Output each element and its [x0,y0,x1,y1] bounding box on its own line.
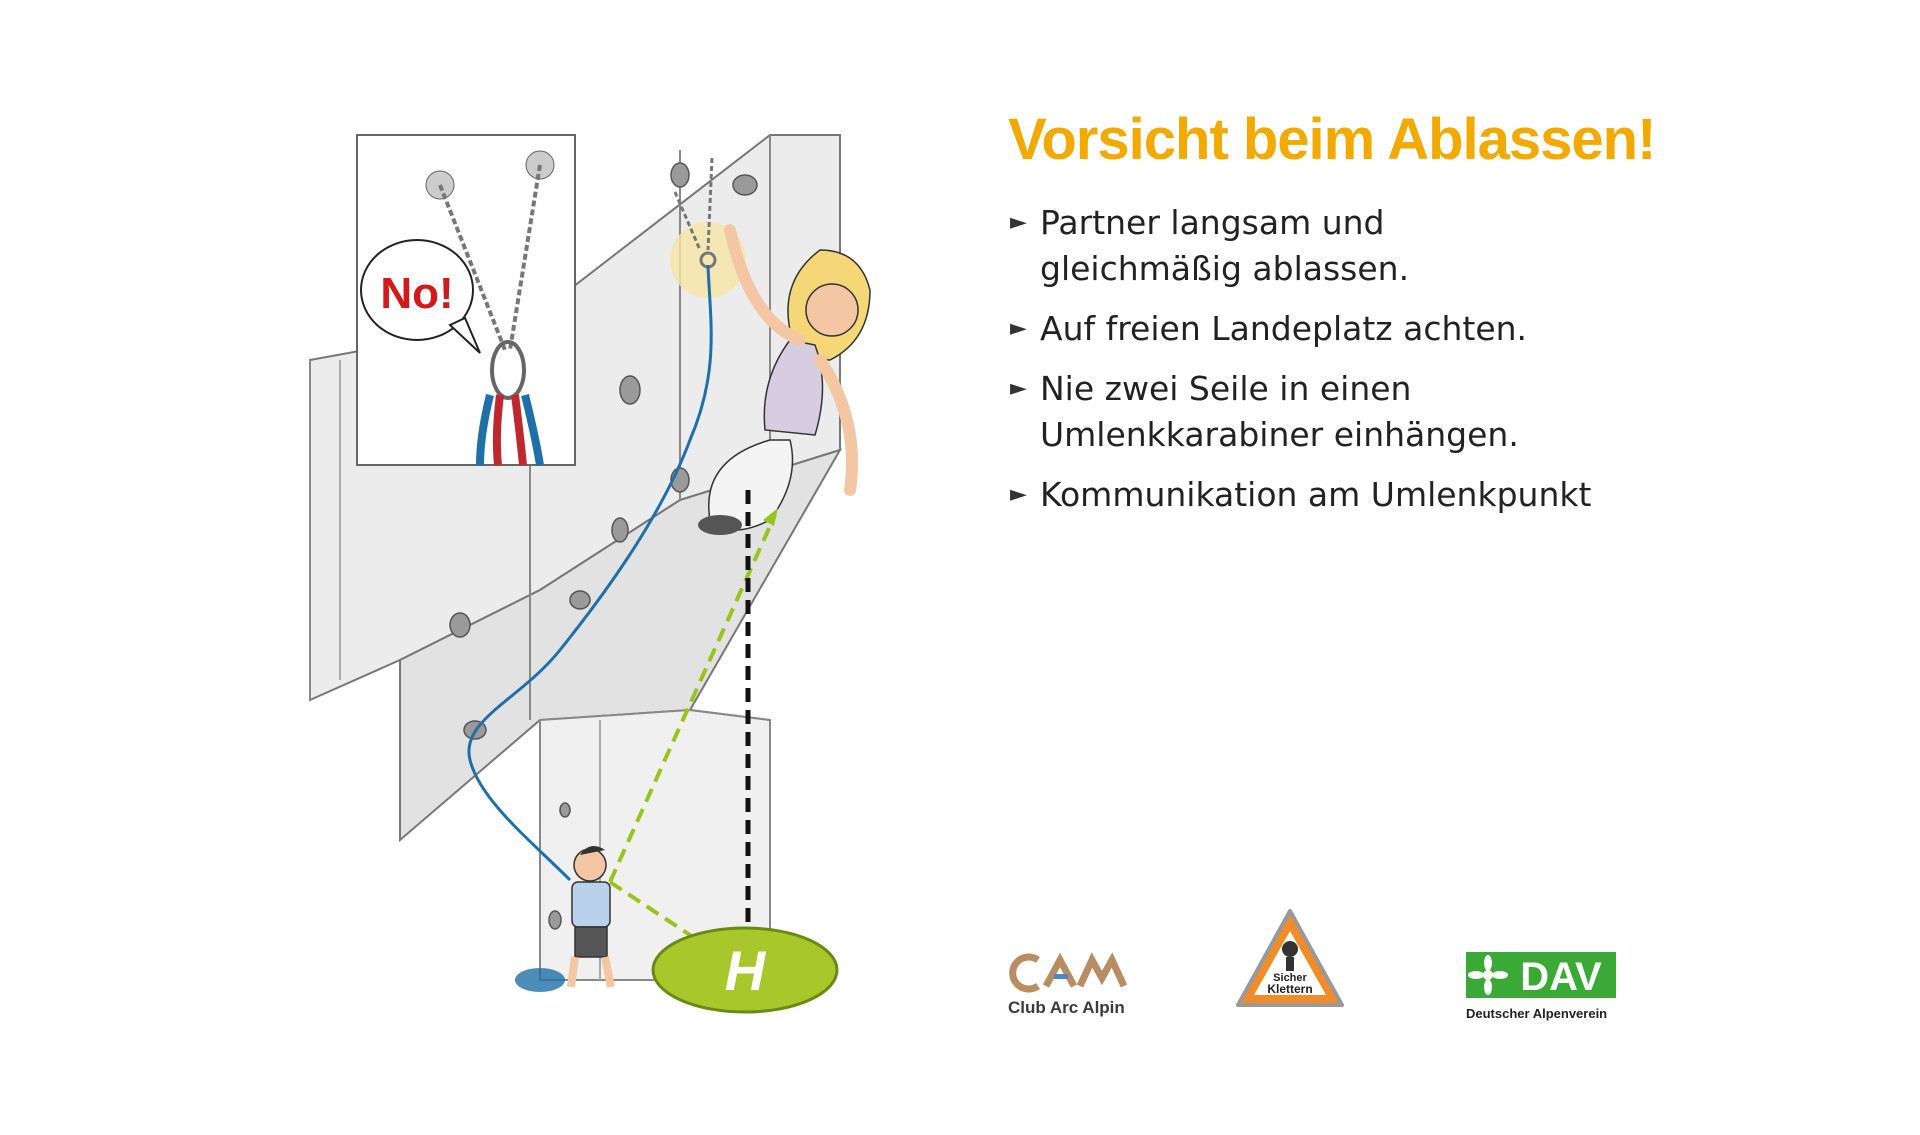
belayer [515,846,615,992]
bullet-list: ► Partner langsam und gleichmäßig ablass… [1010,200,1730,532]
bullet-text: Auf freien Landeplatz achten. [1040,309,1528,348]
view-arrows [608,514,777,947]
climbing-rope [467,264,713,882]
dav-logo: DAV Deutscher Alpenverein [1466,948,1616,1026]
caa-logo-text: Club Arc Alpin [1008,998,1125,1017]
headline: Vorsicht beim Ablassen! [1008,107,1656,172]
bullet-arrow-icon: ► [1010,482,1027,507]
bullet-text: Partner langsam und [1040,203,1385,242]
landing-pad-label: H [725,939,767,1002]
bullet-text: Nie zwei Seile in einen [1040,369,1412,408]
bullet-arrow-icon: ► [1010,210,1027,235]
edelweiss-icon [1468,955,1508,995]
bullet-text: Umlenkkarabiner einhängen. [1040,415,1519,454]
bullet-text: Kommunikation am Umlenkpunkt [1040,475,1592,514]
bullet-item: ► Kommunikation am Umlenkpunkt [1010,472,1730,518]
dav-subtitle: Deutscher Alpenverein [1466,1006,1608,1021]
sicher-klettern-badge-icon: Sicher Klettern [1236,909,1344,1007]
dav-logo-icon: DAV [1466,952,1616,999]
lowering-illustration: H No! [309,134,871,1014]
inset-box [356,134,576,466]
bullet-item: ► Partner langsam und gleichmäßig ablass… [1010,200,1730,292]
bullet-arrow-icon: ► [1010,316,1027,341]
sk-line1: Sicher [1273,972,1307,984]
sk-line2: Klettern [1267,982,1312,996]
bullet-item: ► Nie zwei Seile in einen Umlenkkarabine… [1010,366,1730,458]
dav-abbr: DAV [1520,955,1602,998]
sicher-klettern-logo: Sicher Klettern [1230,905,1350,1025]
inset-no-label: No! [380,269,453,318]
club-arc-alpin-logo: Club Arc Alpin [1008,948,1128,1028]
landing-pad [651,926,839,1014]
bullet-text: gleichmäßig ablassen. [1040,249,1410,288]
bullet-arrow-icon: ► [1010,376,1027,401]
caa-logo-icon [1009,952,1128,993]
climber [698,224,871,535]
bullet-item: ► Auf freien Landeplatz achten. [1010,306,1730,352]
